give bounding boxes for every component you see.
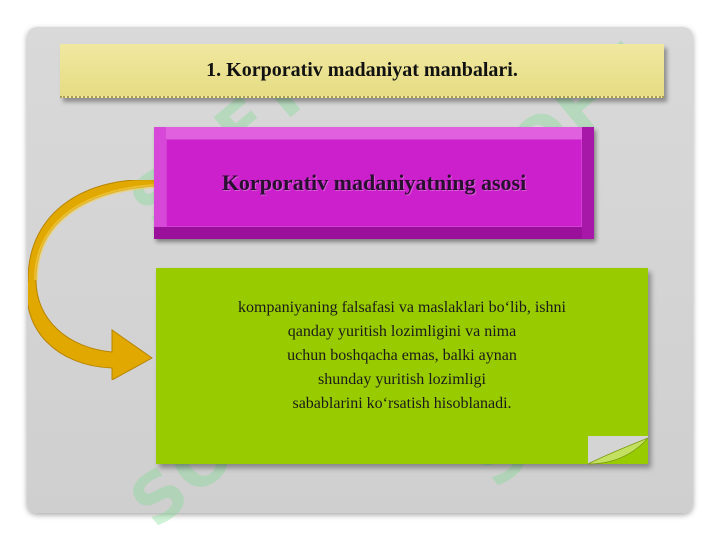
bevel [154, 227, 594, 239]
body-line: sabablarini ko‘rsatish hisoblanadi. [292, 395, 512, 412]
heading-text: Korporativ madaniyatning asosi [221, 170, 527, 195]
heading-box-inner: Korporativ madaniyatning asosi [166, 139, 582, 227]
bevel [582, 127, 594, 239]
page-title: 1. Korporativ madaniyat manbalari. [206, 58, 518, 81]
heading-box: Korporativ madaniyatning asosi [154, 127, 594, 239]
bevel [154, 127, 594, 139]
curved-arrow-icon [28, 180, 157, 380]
bevel [154, 127, 166, 239]
body-text: kompaniyaning falsafasi va maslaklari bo… [176, 296, 628, 416]
body-line: kompaniyaning falsafasi va maslaklari bo… [238, 299, 566, 316]
body-line: uchun boshqacha emas, balki aynan [287, 347, 517, 364]
body-line: shunday yuritish lozimligi [318, 371, 486, 388]
title-banner: 1. Korporativ madaniyat manbalari. [60, 44, 664, 98]
body-line: qanday yuritish lozimligini va nima [287, 323, 517, 340]
body-box: kompaniyaning falsafasi va maslaklari bo… [156, 268, 648, 464]
page-curl-icon [588, 436, 649, 465]
